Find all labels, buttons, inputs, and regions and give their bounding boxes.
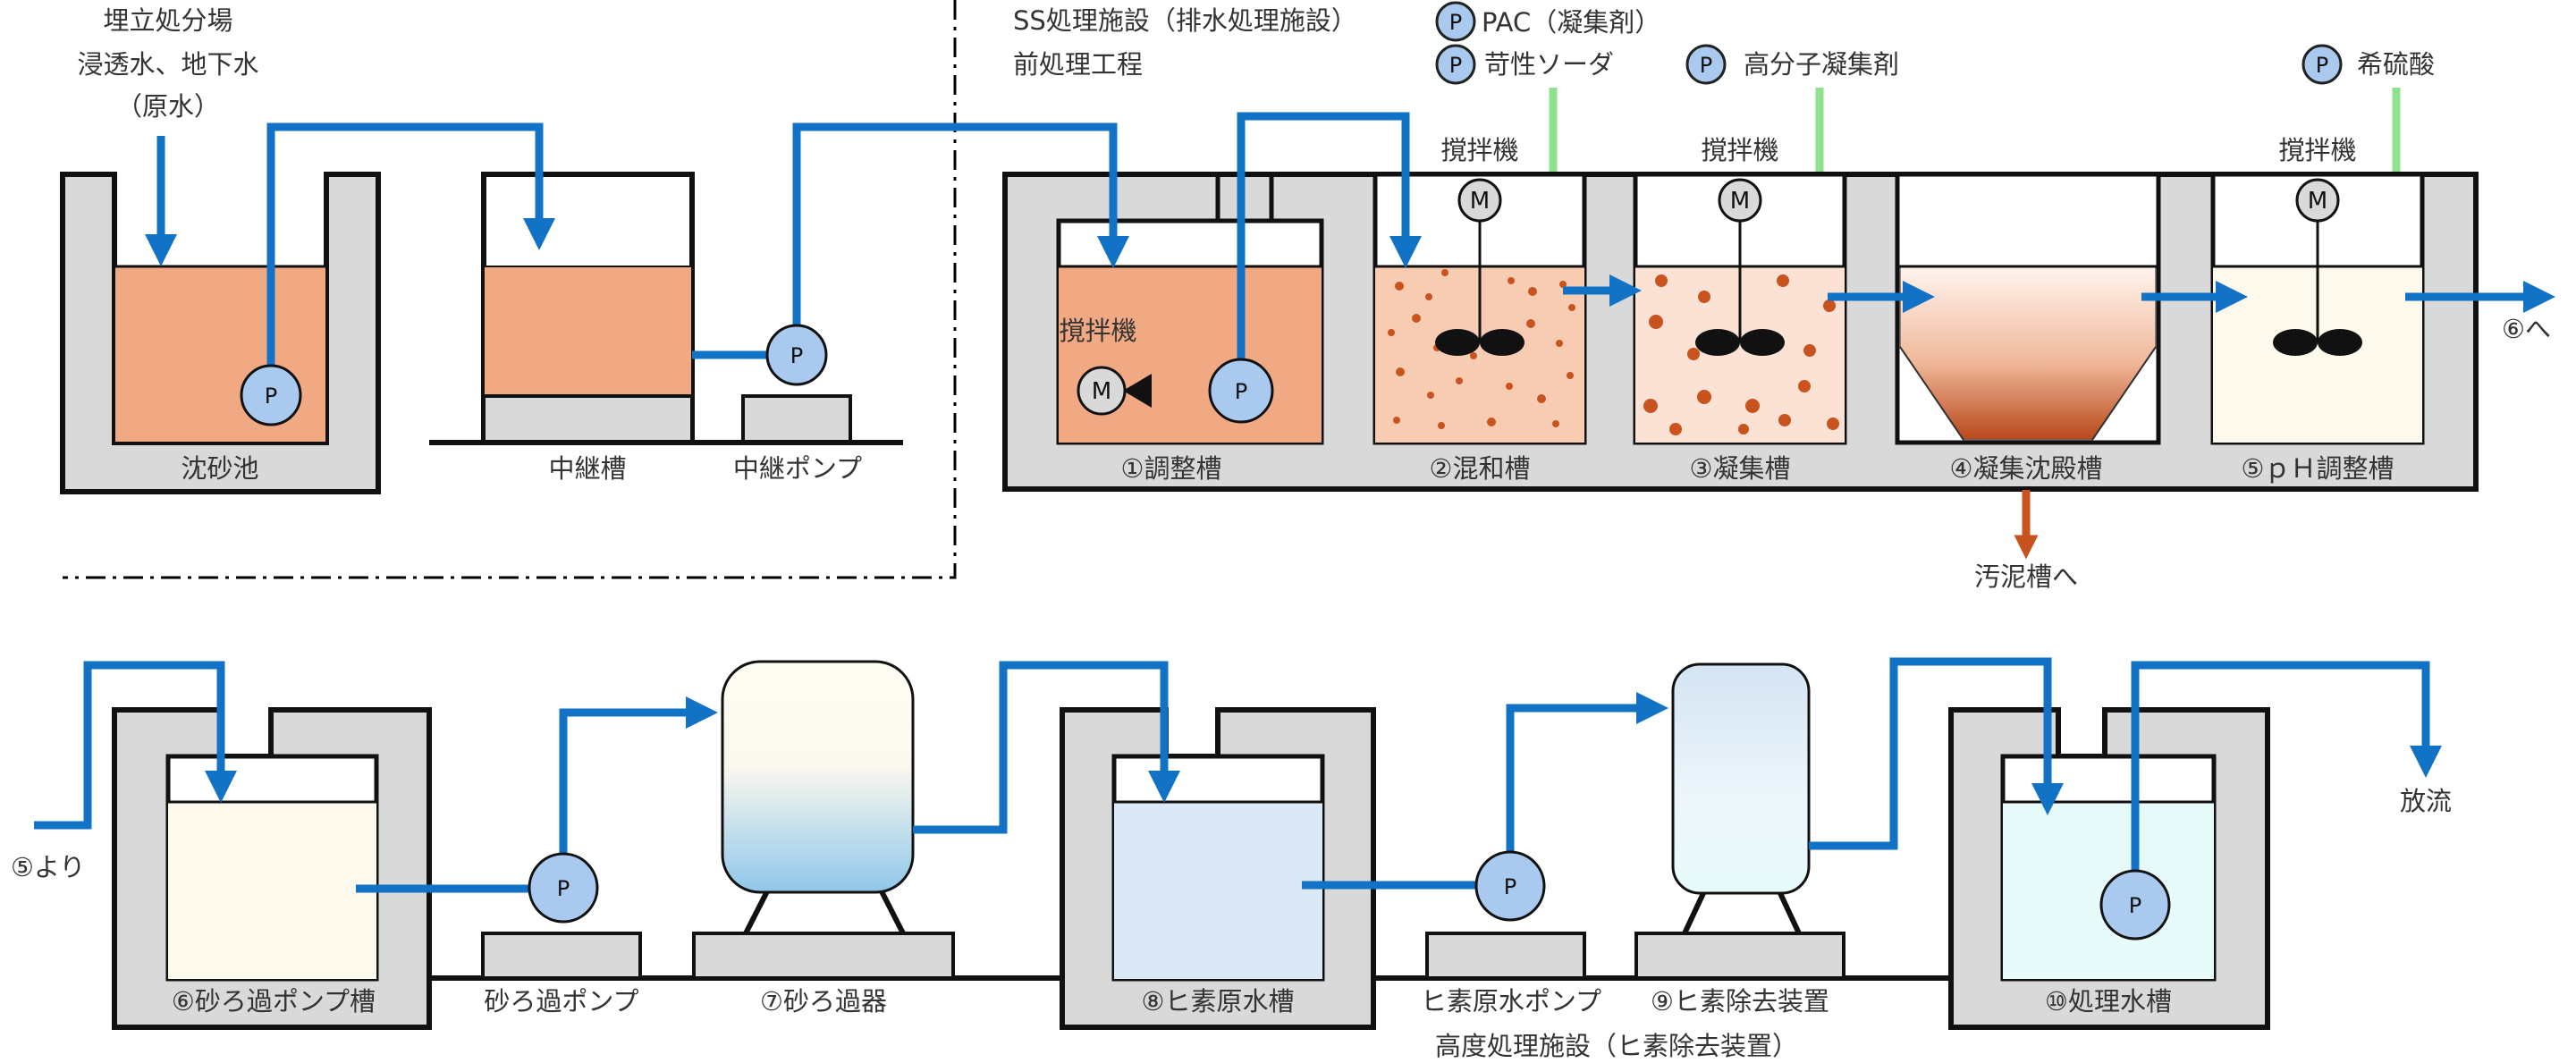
mixer: M [2273,178,2362,356]
tank-2-label: ②混和槽 [1430,453,1531,484]
to-tank6-label: ⑥へ [2502,314,2551,344]
pump-symbol: P [2302,44,2343,85]
sand-filter-pump-label: 砂ろ過ポンプ [484,986,638,1017]
arsenic-pump-base [1425,932,1586,980]
sand-filter-pump-base [481,932,642,980]
svg-text:P: P [1449,10,1462,35]
svg-text:P: P [2316,53,2328,78]
mixer-label: 撹拌機 [1701,135,1778,165]
svg-text:P: P [1449,53,1462,78]
polymer-label: 高分子凝集剤 [1744,49,1899,80]
mixer: M [1695,178,1785,356]
relay-pump-base [741,394,852,444]
discharge-label: 放流 [2400,786,2452,816]
from-tank5-label: ⑤より [11,852,85,882]
pretreatment-label: 前処理工程 [1013,49,1143,80]
tank-4-label: ④凝集沈殿槽 [1950,453,2103,484]
mixer: M [1435,178,1524,356]
relay-tank-label: 中継槽 [548,453,626,484]
svg-text:P: P [1504,874,1516,899]
tank-10-label: ⑩処理水槽 [2045,986,2172,1017]
relay-to-tank1-pipe [792,122,1129,333]
tank-1-label: ①調整槽 [1121,453,1222,484]
mixer-label: 撹拌機 [2278,135,2356,165]
sand-filter-pump: P [528,852,599,924]
svg-text:P: P [2129,893,2141,918]
landfill-label-line2: 浸透水、地下水 [77,49,258,80]
tank-5-label: ⑤ｐＨ調整槽 [2242,453,2394,484]
relay-tank [481,172,695,445]
inflow-to-tank6-pipe [34,661,237,830]
pump-symbol: P [1685,44,1727,85]
grit-to-relay-pipe [266,122,555,395]
treated-water-tank [1948,707,2270,1030]
sand-filter-pump-tank [112,707,432,1030]
svg-text:M: M [1730,188,1750,215]
relay-pump-label: 中継ポンプ [733,453,862,484]
floc-particles [1388,269,1575,429]
arsenic-pump-to-vessel-pipe [1506,692,1668,858]
sulfuric-acid-label: 希硫酸 [2357,49,2435,80]
pump-symbol: P [240,364,302,426]
sludge-label: 汚泥槽へ [1974,561,2078,592]
side-mixer: M [1077,366,1152,416]
svg-text:P: P [1700,53,1712,78]
arsenic-pump-label: ヒ素原水ポンプ [1421,986,1601,1017]
grit-chamber [60,172,381,494]
caustic-soda-label: 苛性ソーダ [1484,49,1614,80]
filter-to-tank8-pipe [913,661,1180,834]
arsenic-raw-water-pump: P [1474,850,1546,922]
arsenic-removal-vessel [1634,662,1845,980]
discharge-pipe [2131,661,2442,882]
svg-text:P: P [1235,379,1247,404]
svg-text:P: P [557,876,570,901]
sand-filter-vessel [692,660,955,980]
pac-label: PAC（凝集剤） [1482,7,1660,38]
mixer-label: 撹拌機 [1059,316,1136,346]
tank-8-label: ⑧ヒ素原水槽 [1142,986,1295,1017]
svg-text:M: M [2308,188,2327,215]
svg-text:P: P [265,384,277,409]
arsenic-raw-water-tank [1060,707,1376,1030]
tank-9-label: ⑨ヒ素除去装置 [1651,986,1829,1017]
landfill-label-line1: 埋立処分場 [103,5,232,36]
landfill-boundary [63,0,957,579]
advanced-treatment-label: 高度処理施設（ヒ素除去装置） [1435,1031,1798,1061]
pump-symbol: P [1435,1,1476,42]
pump-symbol: P [1208,358,1274,424]
tank-3-label: ③凝集槽 [1690,453,1791,484]
landfill-label-line3: （原水） [116,91,220,122]
relay-pump: P [765,324,828,386]
sand-pump-to-filter-pipe [559,696,718,860]
floc-particles [1643,274,1839,435]
pump-symbol: P [1435,44,1476,85]
ss-facility-label: SS処理施設（排水処理施設） [1013,5,1357,36]
mixer-label: 撹拌機 [1440,135,1518,165]
svg-text:P: P [790,343,803,368]
grit-chamber-label: 沈砂池 [181,453,258,484]
vessel-to-tank10-pipe [1809,657,2064,850]
tank-7-label: ⑦砂ろ過器 [760,986,887,1017]
discharge-pump: P [2099,869,2171,941]
tank1-to-tank2-pipe [1237,112,1422,367]
svg-text:M: M [1092,378,1111,405]
tank-6-label: ⑥砂ろ過ポンプ槽 [172,986,376,1017]
svg-text:M: M [1470,188,1490,215]
